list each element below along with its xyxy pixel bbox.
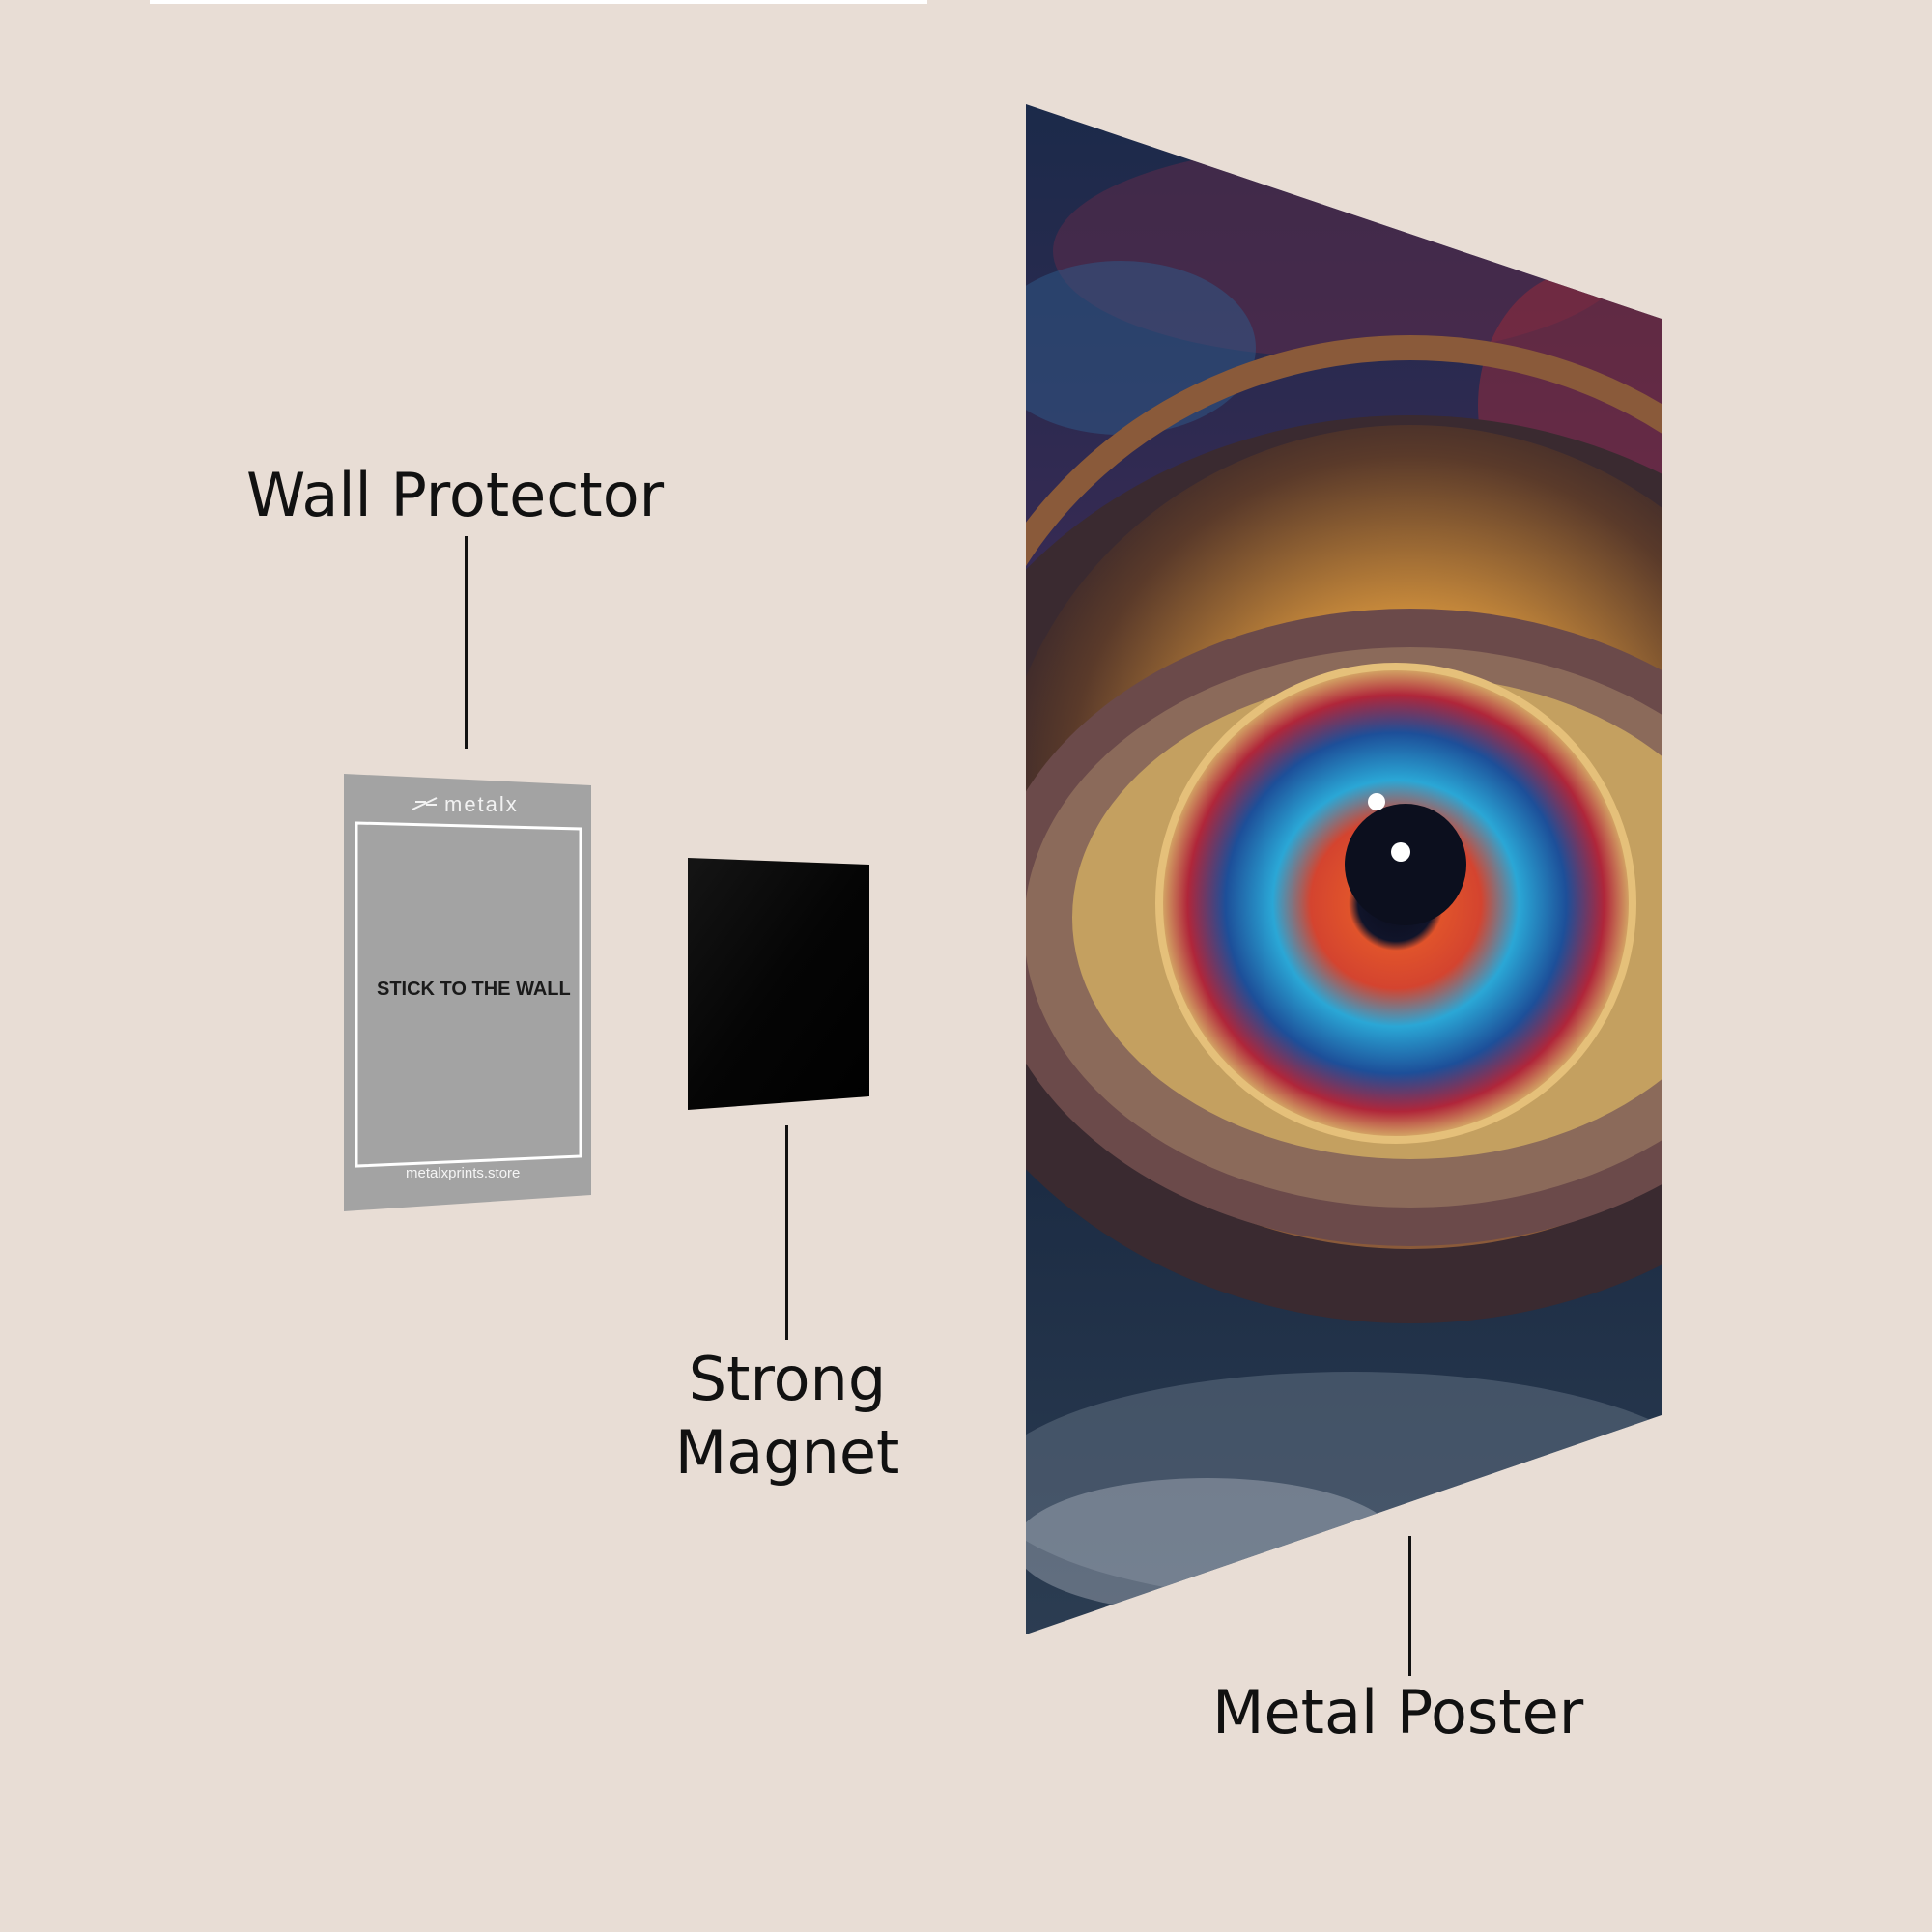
leader-line-wall-protector [465, 536, 468, 749]
metal-poster-artwork [1026, 104, 1662, 1634]
leader-line-metal-poster [1408, 1536, 1411, 1676]
wall-protector-frame [355, 821, 582, 1168]
wall-protector-brand: metalx [444, 792, 519, 816]
magnet [688, 858, 869, 1110]
strong-magnet-label: Strong Magnet [667, 1343, 908, 1489]
leader-line-strong-magnet [785, 1125, 788, 1340]
wall-protector-instruction: STICK TO THE WALL [377, 979, 571, 1000]
wall-protector-website: metalxprints.store [406, 1165, 521, 1181]
strong-magnet-label-line2: Magnet [674, 1416, 900, 1488]
wall-protector-label: Wall Protector [246, 460, 665, 530]
top-edge-strip [150, 0, 927, 4]
wall-protector-card [344, 774, 591, 1211]
metal-poster-label: Metal Poster [1212, 1677, 1584, 1747]
strong-magnet-label-line1: Strong [688, 1344, 887, 1414]
metalx-logo-icon [412, 797, 438, 810]
